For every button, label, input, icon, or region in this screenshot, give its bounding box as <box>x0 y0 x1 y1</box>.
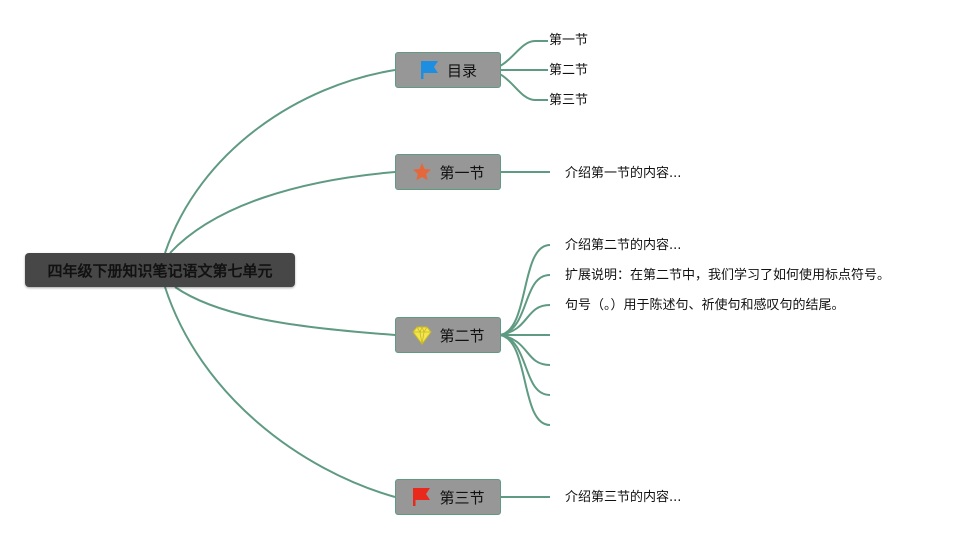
edge-section2-child-3 <box>499 304 551 336</box>
edge-section2-child-7 <box>499 334 551 426</box>
diamond-icon <box>411 324 433 346</box>
catalog-item-2[interactable]: 第二节 <box>549 63 589 78</box>
edge-root-to-catalog <box>164 69 396 254</box>
root-topic[interactable]: 四年级下册知识笔记语文第七单元 <box>25 253 295 287</box>
star-icon <box>411 161 433 183</box>
branch-catalog-label: 目录 <box>446 61 477 80</box>
edge-root-to-section1 <box>169 171 396 254</box>
section-1-content[interactable]: 介绍第一节的内容... <box>565 166 682 181</box>
section-2-period-note[interactable]: 句号（。）用于陈述句、祈使句和感叹句的结尾。 <box>565 298 845 313</box>
section-2-extended-note[interactable]: 扩展说明：在第二节中，我们学习了如何使用标点符号。 <box>565 268 891 283</box>
section-3-content[interactable]: 介绍第三节的内容... <box>565 490 682 505</box>
blue-flag-icon <box>419 59 441 81</box>
edge-root-to-section3 <box>164 286 396 498</box>
branch-section-1[interactable]: 第一节 <box>395 154 501 190</box>
catalog-item-3[interactable]: 第三节 <box>549 93 589 108</box>
red-flag-icon <box>411 486 433 508</box>
branch-section-3[interactable]: 第三节 <box>395 479 501 515</box>
catalog-item-1[interactable]: 第一节 <box>549 33 589 48</box>
branch-section-1-label: 第一节 <box>439 163 485 182</box>
branch-section-3-label: 第三节 <box>439 488 485 507</box>
edge-root-to-section2 <box>174 286 396 336</box>
root-topic-label: 四年级下册知识笔记语文第七单元 <box>47 261 273 280</box>
edge-section2-child-1 <box>499 244 551 336</box>
branch-catalog[interactable]: 目录 <box>395 52 501 88</box>
branch-section-2-label: 第二节 <box>439 326 485 345</box>
branch-section-2[interactable]: 第二节 <box>395 317 501 353</box>
section-2-content[interactable]: 介绍第二节的内容... <box>565 238 682 253</box>
edge-section2-child-2 <box>499 274 551 336</box>
